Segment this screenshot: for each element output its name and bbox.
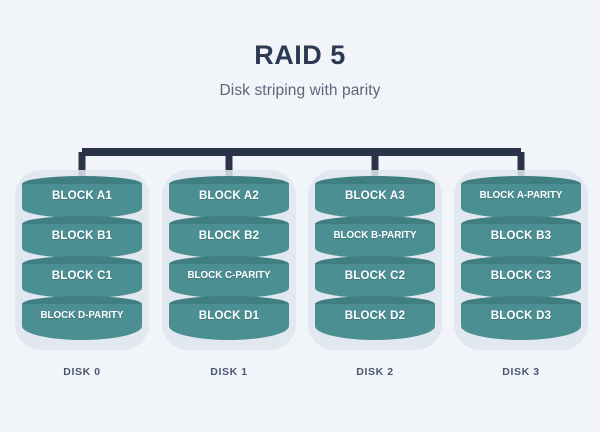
block-label: BLOCK B1 [51,230,113,242]
parity-block[interactable]: BLOCK C-PARITY [169,256,289,298]
page-subtitle: Disk striping with parity [219,82,381,99]
block-label: BLOCK A2 [199,190,259,202]
disk-label-1: DISK 1 [210,366,248,378]
cylinder-body [22,224,142,258]
block-label: BLOCK C-PARITY [187,270,271,281]
block-label: BLOCK C1 [51,270,113,282]
data-block[interactable]: BLOCK B3 [461,216,581,258]
cylinder-body [22,184,142,218]
disk-label-3: DISK 3 [502,366,540,378]
parity-block[interactable]: BLOCK D-PARITY [22,296,142,340]
cylinder-body [169,184,289,218]
disk-platter-stack: BLOCK A3 BLOCK B-PARITY BLOCK C2 BLOCK D2 [315,176,435,340]
cylinder-body [315,264,435,298]
data-block[interactable]: BLOCK D3 [461,296,581,340]
block-label: BLOCK D3 [490,310,552,322]
cylinder-body [461,184,581,218]
disk-platter-stack: BLOCK A-PARITY BLOCK B3 BLOCK C3 BLOCK D3 [461,176,581,340]
block-label: BLOCK A3 [345,190,405,202]
data-block[interactable]: BLOCK C3 [461,256,581,298]
block-label: BLOCK A-PARITY [479,190,563,201]
data-block[interactable]: BLOCK A1 [22,176,142,218]
data-block[interactable]: BLOCK A2 [169,176,289,218]
cylinder-body [315,224,435,258]
disk-label-0: DISK 0 [63,366,101,378]
data-block[interactable]: BLOCK D1 [169,296,289,340]
cylinder-body [315,184,435,218]
data-block[interactable]: BLOCK C1 [22,256,142,298]
block-label: BLOCK B3 [490,230,552,242]
page-title: RAID 5 [254,40,346,70]
disk-platter-stack: BLOCK A2 BLOCK B2 BLOCK C-PARITY BLOCK D1 [169,176,289,340]
disk-label-2: DISK 2 [356,366,394,378]
block-label: BLOCK D2 [344,310,406,322]
data-block[interactable]: BLOCK B1 [22,216,142,258]
data-block[interactable]: BLOCK D2 [315,296,435,340]
block-label: BLOCK B2 [198,230,260,242]
block-label: BLOCK C3 [490,270,552,282]
block-label: BLOCK A1 [52,190,112,202]
data-block[interactable]: BLOCK B2 [169,216,289,258]
block-label: BLOCK D-PARITY [40,310,124,321]
cylinder-body [169,224,289,258]
cylinder-body [169,264,289,298]
cylinder-body [315,304,435,340]
data-block[interactable]: BLOCK A3 [315,176,435,218]
cylinder-body [461,304,581,340]
data-block[interactable]: BLOCK C2 [315,256,435,298]
disk-platter-stack: BLOCK A1 BLOCK B1 BLOCK C1 BLOCK D-PARITY [22,176,142,340]
cylinder-body [461,224,581,258]
cylinder-body [22,264,142,298]
parity-block[interactable]: BLOCK B-PARITY [315,216,435,258]
block-label: BLOCK C2 [344,270,406,282]
block-label: BLOCK B-PARITY [333,230,417,241]
parity-block[interactable]: BLOCK A-PARITY [461,176,581,218]
cylinder-body [461,264,581,298]
cylinder-body [169,304,289,340]
block-label: BLOCK D1 [198,310,260,322]
cylinder-body [22,304,142,340]
